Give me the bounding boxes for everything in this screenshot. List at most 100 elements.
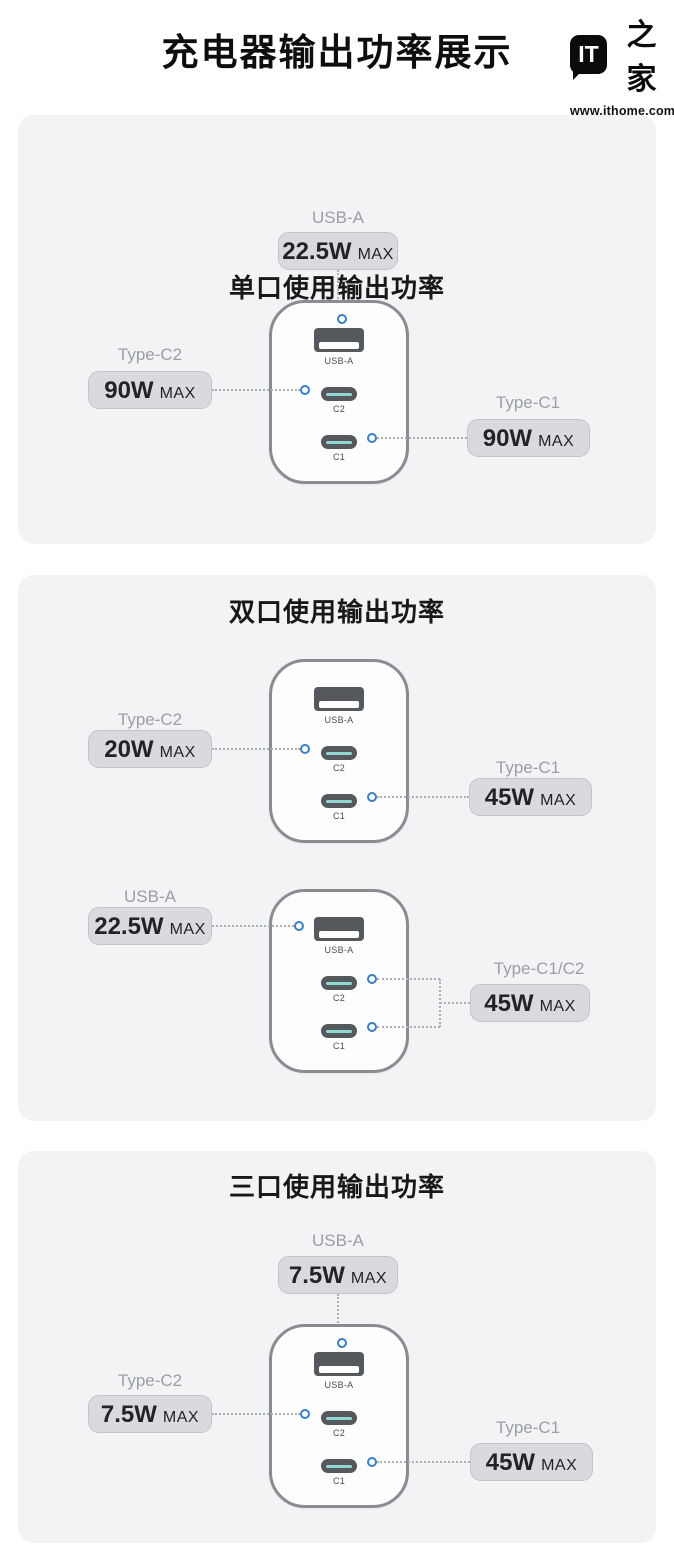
power-badge-type-c1: 45W MAX xyxy=(469,778,592,816)
callout-label-type-c2: Type-C2 xyxy=(117,710,183,729)
dotted-wire xyxy=(377,978,440,980)
power-badge-type-c1: 90W MAX xyxy=(467,419,590,457)
power-value: 7.5W xyxy=(100,1401,157,1428)
usb-a-slot xyxy=(319,701,359,708)
callout-label-usb-a: USB-A xyxy=(312,208,364,227)
usb-a-port xyxy=(314,687,364,711)
power-badge-type-c1-c2: 45W MAX xyxy=(470,984,590,1022)
dotted-wire xyxy=(337,270,339,311)
logo-mark: IT xyxy=(578,40,599,67)
connector-dot xyxy=(367,1457,377,1467)
connector-dot xyxy=(300,744,310,754)
port-caption-c2: C2 xyxy=(332,1428,346,1438)
callout-label-type-c1: Type-C1 xyxy=(495,1418,561,1437)
power-badge-type-c1: 45W MAX xyxy=(470,1443,593,1481)
dotted-wire xyxy=(377,437,467,439)
section-title: 双口使用输出功率 xyxy=(228,597,445,627)
connector-dot xyxy=(294,921,304,931)
usb-a-port xyxy=(314,917,364,941)
connector-dot xyxy=(367,1022,377,1032)
type-c1-port xyxy=(321,794,357,808)
charger-illustration: USB-A C2 C1 xyxy=(269,300,409,484)
port-caption-usb-a: USB-A xyxy=(324,945,354,955)
type-c2-port xyxy=(321,1411,357,1425)
charger-illustration: USB-A C2 C1 xyxy=(269,659,409,843)
dotted-wire xyxy=(212,748,300,750)
connector-dot xyxy=(337,1338,347,1348)
power-badge-type-c2: 7.5W MAX xyxy=(88,1395,212,1433)
callout-label-type-c1-c2: Type-C1/C2 xyxy=(493,959,585,978)
connector-dot xyxy=(367,792,377,802)
dotted-wire xyxy=(377,1461,470,1463)
max-suffix: MAX xyxy=(541,1457,578,1474)
callout-label-usb-a: USB-A xyxy=(124,887,176,906)
logo-url: www.ithome.com xyxy=(570,104,674,118)
max-suffix: MAX xyxy=(350,1270,388,1287)
power-badge-usb-a: 22.5W MAX xyxy=(278,232,398,270)
port-caption-c1: C1 xyxy=(332,811,346,821)
type-c1-port xyxy=(321,435,357,449)
power-badge-type-c2: 20W MAX xyxy=(88,730,212,768)
dotted-wire xyxy=(337,1294,339,1335)
type-c1-port xyxy=(321,1024,357,1038)
connector-dot xyxy=(300,1409,310,1419)
power-value: 45W xyxy=(484,784,535,811)
power-badge-type-c2: 90W MAX xyxy=(88,371,212,409)
callout-label-usb-a: USB-A xyxy=(312,1231,364,1250)
type-c2-port xyxy=(321,387,357,401)
port-caption-c1: C1 xyxy=(332,1476,346,1486)
logo-wordmark: 之家 xyxy=(626,18,657,97)
callout-label-type-c1: Type-C1 xyxy=(495,393,561,412)
ithome-logo: IT 之家 www.ithome.com xyxy=(570,10,674,118)
power-value: 7.5W xyxy=(288,1262,345,1289)
port-caption-c2: C2 xyxy=(332,993,346,1003)
callout-label-type-c2: Type-C2 xyxy=(117,345,183,364)
type-c1-port xyxy=(321,1459,357,1473)
power-value: 45W xyxy=(485,1449,536,1476)
max-suffix: MAX xyxy=(159,744,196,761)
port-caption-c2: C2 xyxy=(332,404,346,414)
section-title: 三口使用输出功率 xyxy=(228,1172,445,1202)
card-dual-port: 双口使用输出功率 USB-A C2 C1 Type-C2 20W MAX Type… xyxy=(18,575,656,1121)
power-value: 22.5W xyxy=(94,913,164,940)
connector-dot xyxy=(367,433,377,443)
usb-a-port xyxy=(314,1352,364,1376)
ithome-logo-icon: IT xyxy=(570,34,608,80)
power-badge-usb-a: 7.5W MAX xyxy=(278,1256,398,1294)
power-value: 90W xyxy=(482,425,533,452)
dotted-wire xyxy=(212,925,294,927)
max-suffix: MAX xyxy=(538,433,575,450)
port-caption-c1: C1 xyxy=(332,452,346,462)
usb-a-port xyxy=(314,328,364,352)
port-caption-usb-a: USB-A xyxy=(324,715,354,725)
usb-a-slot xyxy=(319,931,359,938)
max-suffix: MAX xyxy=(539,998,576,1015)
callout-label-type-c2: Type-C2 xyxy=(117,1371,183,1390)
dotted-wire xyxy=(377,796,469,798)
power-value: 45W xyxy=(484,990,534,1017)
max-suffix: MAX xyxy=(162,1409,200,1426)
page-title: 充电器输出功率展示 xyxy=(161,32,513,73)
connector-dot xyxy=(367,974,377,984)
connector-dot xyxy=(337,314,347,324)
type-c2-port xyxy=(321,976,357,990)
dotted-wire xyxy=(377,1026,440,1028)
port-caption-usb-a: USB-A xyxy=(324,356,354,366)
connector-dot xyxy=(300,385,310,395)
power-value: 22.5W xyxy=(282,238,352,265)
port-caption-usb-a: USB-A xyxy=(324,1380,354,1390)
port-caption-c2: C2 xyxy=(332,763,346,773)
max-suffix: MAX xyxy=(357,246,394,263)
max-suffix: MAX xyxy=(540,792,577,809)
power-value: 90W xyxy=(104,377,154,404)
max-suffix: MAX xyxy=(159,385,196,402)
dotted-wire xyxy=(440,1002,470,1004)
power-value: 20W xyxy=(104,736,154,763)
charger-illustration: USB-A C2 C1 xyxy=(269,1324,409,1508)
usb-a-slot xyxy=(319,342,359,349)
card-triple-port: 三口使用输出功率 USB-A 7.5W MAX USB-A C2 C1 Type-… xyxy=(18,1151,656,1543)
dotted-wire xyxy=(212,1413,300,1415)
usb-a-slot xyxy=(319,1366,359,1373)
